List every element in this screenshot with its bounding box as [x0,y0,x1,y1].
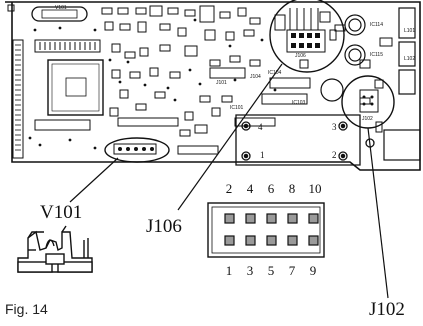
mid-ic-rows [209,67,311,127]
pcb-board [5,1,421,171]
pin-label-7: 7 [288,263,296,278]
mount-number-3: 3 [332,122,337,132]
pin-5 [266,235,277,246]
pin-label-5: 5 [267,263,275,278]
capacitors [320,14,366,102]
pin-9 [308,235,319,246]
pin-label-10: 10 [308,181,322,196]
board-label-j102: J102 [362,116,373,122]
pin-1 [224,235,235,246]
pin-7 [287,235,298,246]
v101-illustration [17,225,93,273]
v101-leader [69,157,119,203]
j106-connector-detail [207,202,325,258]
board-label-ic103: IC103 [292,100,306,106]
figure-caption: Fig. 14 [5,301,48,317]
j106-zoom-circle [269,0,345,73]
top-left-component [31,6,88,22]
smd-components [101,5,393,137]
pin-label-6: 6 [267,181,275,196]
pin-2 [224,213,235,224]
pin-10 [308,213,319,224]
callout-v101: V101 [40,202,83,223]
board-label-j104: J104 [250,74,261,80]
mount-number-2: 2 [332,150,337,160]
pin-6 [266,213,277,224]
edge-connector-strip [12,39,24,159]
pin-8 [287,213,298,224]
j102-leader [367,127,389,299]
board-label-v101: V101 [55,5,67,11]
board-label-ic115: IC115 [370,52,383,58]
leader-lines [69,63,389,299]
j106-leader [177,63,283,211]
pin-label-9: 9 [309,263,317,278]
pin-3 [245,235,256,246]
board-label-ic114: IC114 [370,22,383,28]
pin-label-2: 2 [225,181,233,196]
mount-number-1: 1 [260,150,265,160]
pin-label-8: 8 [288,181,296,196]
vias [28,18,277,150]
callout-j106: J106 [146,216,182,237]
bottom-tray [235,114,375,166]
pin-label-3: 3 [246,263,254,278]
board-label-l102: L102 [404,56,416,62]
board-label-j106: J106 [295,53,306,59]
board-label-l101: L101 [404,28,416,34]
mount-number-4: 4 [258,122,263,132]
board-label-ic101: IC101 [230,105,244,111]
pin-4 [245,213,256,224]
board-label-ic104: IC104 [268,70,282,76]
pin-label-4: 4 [246,181,254,196]
main-ic [34,39,104,131]
pin-label-1: 1 [225,263,233,278]
callout-j102: J102 [369,299,405,320]
v101-zoom-ellipse [104,137,219,163]
board-label-j101: J101 [216,80,227,86]
